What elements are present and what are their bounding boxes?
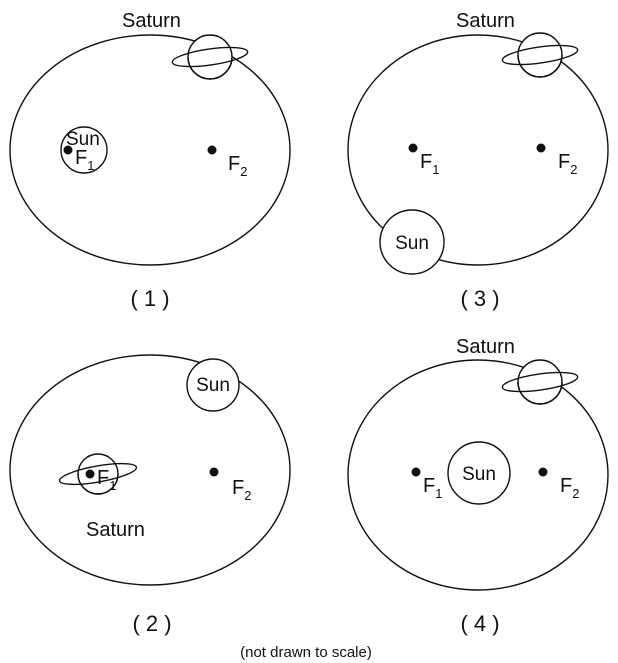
diagram-number: ( 3 ) [460,286,499,311]
focus-1-dot [412,468,421,477]
scale-footnote: (not drawn to scale) [240,644,372,661]
focus-1-label: F1 [423,475,442,501]
focus-2-label: F2 [232,477,251,503]
saturn-label: Saturn [456,336,515,358]
focus-1-label: F1 [420,151,439,177]
saturn-label: Saturn [456,10,515,32]
saturn-planet [501,360,578,404]
diagram-3: Saturn F1 F2 Sun ( 3 ) [348,10,608,311]
sun-label: Sun [395,233,429,254]
focus-1-dot [409,144,418,153]
focus-2-dot [539,468,548,477]
focus-2-label: F2 [228,153,247,179]
diagram-number: ( 1 ) [130,286,169,311]
sun-label: Sun [196,375,230,396]
focus-2-label: F2 [560,475,579,501]
diagram-4: Saturn Sun F1 F2 ( 4 ) [348,336,608,636]
saturn-label: Saturn [86,519,145,541]
orbit-ellipse [10,355,290,585]
focus-1-dot [64,146,73,155]
diagram-number: ( 2 ) [132,611,171,636]
sun-label: Sun [462,464,496,485]
diagram-2: Sun F1 Saturn F2 ( 2 ) [10,355,290,636]
focus-1-dot [86,470,95,479]
diagram-number: ( 4 ) [460,611,499,636]
focus-2-dot [208,146,217,155]
focus-2-dot [210,468,219,477]
focus-2-label: F2 [558,151,577,177]
saturn-label: Saturn [122,10,181,32]
diagram-1: Saturn Sun F1 F2 ( 1 ) [10,10,290,311]
orbit-ellipse [10,35,290,265]
focus-2-dot [537,144,546,153]
saturn-planet [171,35,248,79]
